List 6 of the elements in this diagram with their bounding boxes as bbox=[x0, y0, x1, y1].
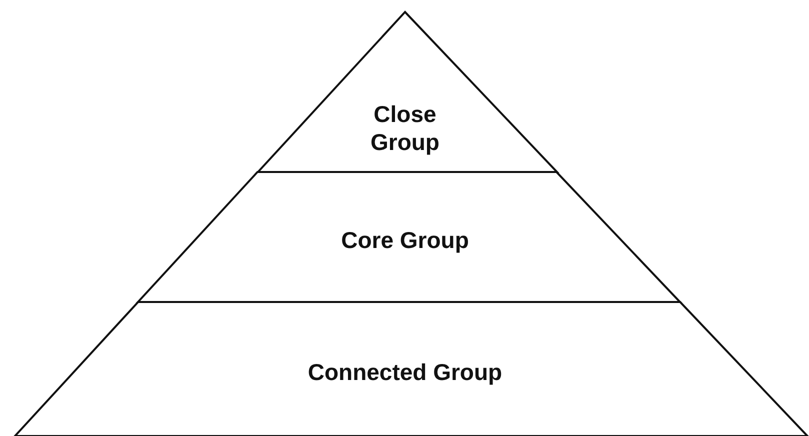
pyramid-tier bbox=[258, 12, 557, 172]
pyramid-tier bbox=[15, 302, 808, 436]
tier-label: Close Group bbox=[369, 100, 440, 156]
pyramid-tier bbox=[138, 172, 680, 302]
tier-label: Connected Group bbox=[306, 358, 504, 386]
tier-label: Core Group bbox=[340, 226, 470, 254]
